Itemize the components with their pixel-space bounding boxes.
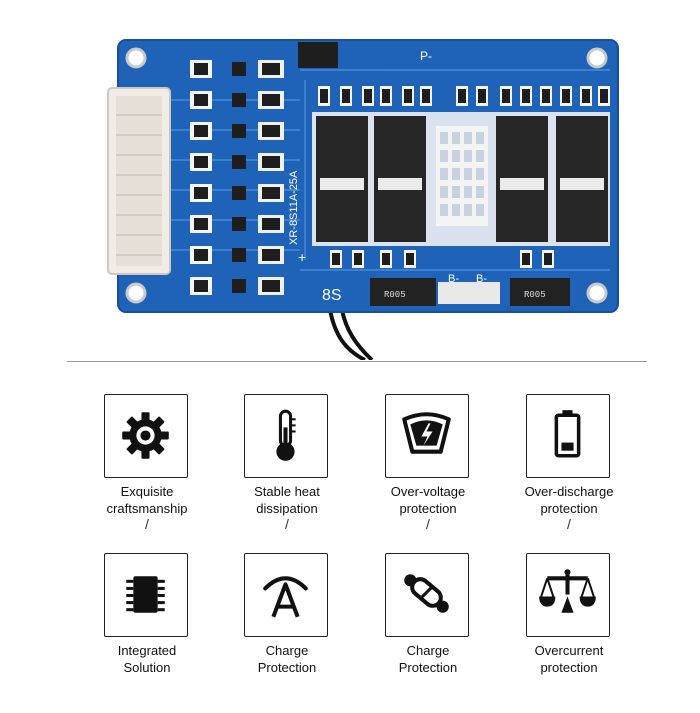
bms-board-photo: R005 R005 XR-8S11A-25A 8S P- B- B- +: [107, 39, 619, 362]
shunt-label-2: R005: [524, 290, 546, 300]
voltage-gauge-icon: [402, 412, 451, 454]
section-divider: [67, 361, 647, 362]
feature-label-line2: Solution: [123, 660, 171, 675]
feature-label-line2: protection: [540, 660, 598, 675]
feature-icon-box: [244, 553, 328, 637]
b-minus-label-2: B-: [476, 273, 487, 285]
feature-overcurrent-protection: Overcurrent protection: [489, 553, 649, 713]
chip-icon: [126, 576, 165, 613]
feature-over-discharge-protection: Over-discharge protection /: [489, 394, 649, 554]
feature-exquisite-craftsmanship: Exquisite craftsmanship /: [67, 394, 227, 554]
plus-label: +: [298, 249, 306, 265]
feature-label-line2: Protection: [398, 660, 458, 675]
link-nodes-icon: [404, 574, 449, 613]
feature-label-line1: Integrated: [117, 643, 177, 658]
shunt-label-1: R005: [384, 290, 406, 300]
feature-label-line2: protection: [540, 501, 598, 516]
board-model-label: XR-8S11A-25A: [288, 170, 300, 245]
separator-mark: /: [426, 516, 430, 532]
mosfet-block: [312, 112, 610, 246]
feature-label-line1: Overcurrent: [534, 643, 604, 658]
feature-label-line2: dissipation: [256, 501, 318, 516]
feature-label-line1: Over-voltage: [390, 484, 466, 499]
feature-icon-box: [104, 553, 188, 637]
feature-label-line2: protection: [399, 501, 457, 516]
feature-over-voltage-protection: Over-voltage protection /: [348, 394, 508, 554]
feature-label-line1: Over-discharge: [524, 484, 614, 499]
mounting-holes: [125, 47, 608, 304]
feature-label-line1: Charge: [265, 643, 309, 658]
feature-label-line1: Exquisite: [120, 484, 174, 499]
gear-icon: [122, 412, 169, 459]
separator-mark: /: [285, 516, 289, 532]
b-minus-label-1: B-: [448, 273, 459, 285]
feature-stable-heat-dissipation: Stable heat dissipation /: [207, 394, 367, 554]
feature-icon-box: [244, 394, 328, 478]
balance-scale-icon: [539, 569, 596, 613]
separator-mark: /: [145, 516, 149, 532]
feature-icon-box: [385, 394, 469, 478]
feature-icon-box: [385, 553, 469, 637]
p-minus-label: P-: [420, 49, 432, 63]
balance-components: [190, 60, 284, 295]
feature-label-line1: Stable heat: [254, 484, 320, 499]
thermometer-icon: [276, 409, 296, 461]
feature-icon-box: [104, 394, 188, 478]
charge-arc-icon: [263, 576, 308, 618]
feature-icon-box: [526, 553, 610, 637]
cell-count-label: 8S: [322, 287, 342, 304]
feature-label-line2: craftsmanship: [106, 501, 188, 516]
separator-mark: /: [567, 516, 571, 532]
low-battery-icon: [554, 410, 581, 458]
feature-icon-box: [526, 394, 610, 478]
feature-label-line2: Protection: [257, 660, 317, 675]
bms-board-image: R005 R005 XR-8S11A-25A 8S P- B- B- +: [107, 39, 619, 362]
balance-connector: [107, 87, 171, 275]
feature-label-line1: Charge: [406, 643, 450, 658]
